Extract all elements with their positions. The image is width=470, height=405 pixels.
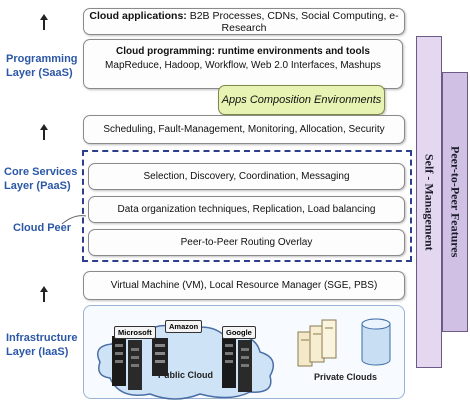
server-rack-right	[222, 336, 252, 392]
selection-box: Selection, Discovery, Coordination, Mess…	[88, 163, 405, 190]
core-services-layer-label: Core Services Layer (PaaS)	[4, 166, 78, 192]
server-rack-left	[112, 336, 142, 390]
core-services-dashed-region	[82, 150, 412, 262]
up-arrow-saas	[40, 14, 48, 30]
programming-layer-label: Programming Layer (SaaS)	[6, 53, 78, 79]
cloud-programming-tools: MapReduce, Hadoop, Workflow, Web 2.0 Int…	[105, 60, 381, 71]
p2p-features-band: Peer-to-Peer Features	[442, 72, 468, 332]
apps-composition-label: Apps Composition Environments	[221, 94, 382, 106]
cloud-applications-list: B2B Processes, CDNs, Social Computing, e…	[186, 9, 399, 34]
scheduling-box: Scheduling, Fault-Management, Monitoring…	[83, 115, 405, 144]
cloud-programming-box: Cloud programming: runtime environments …	[83, 39, 403, 89]
server-rack-middle	[152, 338, 168, 376]
private-servers-icon	[297, 319, 337, 367]
p2p-features-label: Peer-to-Peer Features	[448, 146, 463, 258]
google-label: Google	[222, 326, 256, 339]
vm-box: Virtual Machine (VM), Local Resource Man…	[83, 271, 405, 300]
selection-label: Selection, Discovery, Coordination, Mess…	[143, 171, 350, 182]
self-management-band: Self - Management	[416, 36, 442, 368]
amazon-label: Amazon	[165, 320, 203, 333]
cloud-peer-label: Cloud Peer	[13, 222, 72, 234]
database-icon	[361, 318, 391, 366]
p2p-routing-label: Peer-to-Peer Routing Overlay	[180, 237, 313, 248]
up-arrow-paas	[40, 124, 48, 140]
data-organization-box: Data organization techniques, Replicatio…	[88, 196, 405, 223]
private-clouds-label: Private Clouds	[314, 372, 378, 382]
p2p-routing-box: Peer-to-Peer Routing Overlay	[88, 229, 405, 256]
vm-label: Virtual Machine (VM), Local Resource Man…	[110, 280, 378, 291]
scheduling-label: Scheduling, Fault-Management, Monitoring…	[103, 124, 385, 135]
self-management-label: Self - Management	[422, 153, 437, 251]
cloud-applications-title: Cloud applications:	[89, 9, 187, 22]
up-arrow-iaas	[40, 286, 48, 302]
apps-composition-box: Apps Composition Environments	[218, 85, 385, 115]
infrastructure-layer-label: Infrastructure Layer (IaaS)	[6, 332, 78, 358]
data-organization-label: Data organization techniques, Replicatio…	[117, 204, 376, 215]
cloud-applications-box: Cloud applications: B2B Processes, CDNs,…	[83, 8, 405, 35]
microsoft-label: Microsoft	[114, 326, 156, 339]
public-cloud-label: Public Cloud	[158, 370, 213, 380]
cloud-programming-title: Cloud programming: runtime environments …	[116, 46, 370, 57]
